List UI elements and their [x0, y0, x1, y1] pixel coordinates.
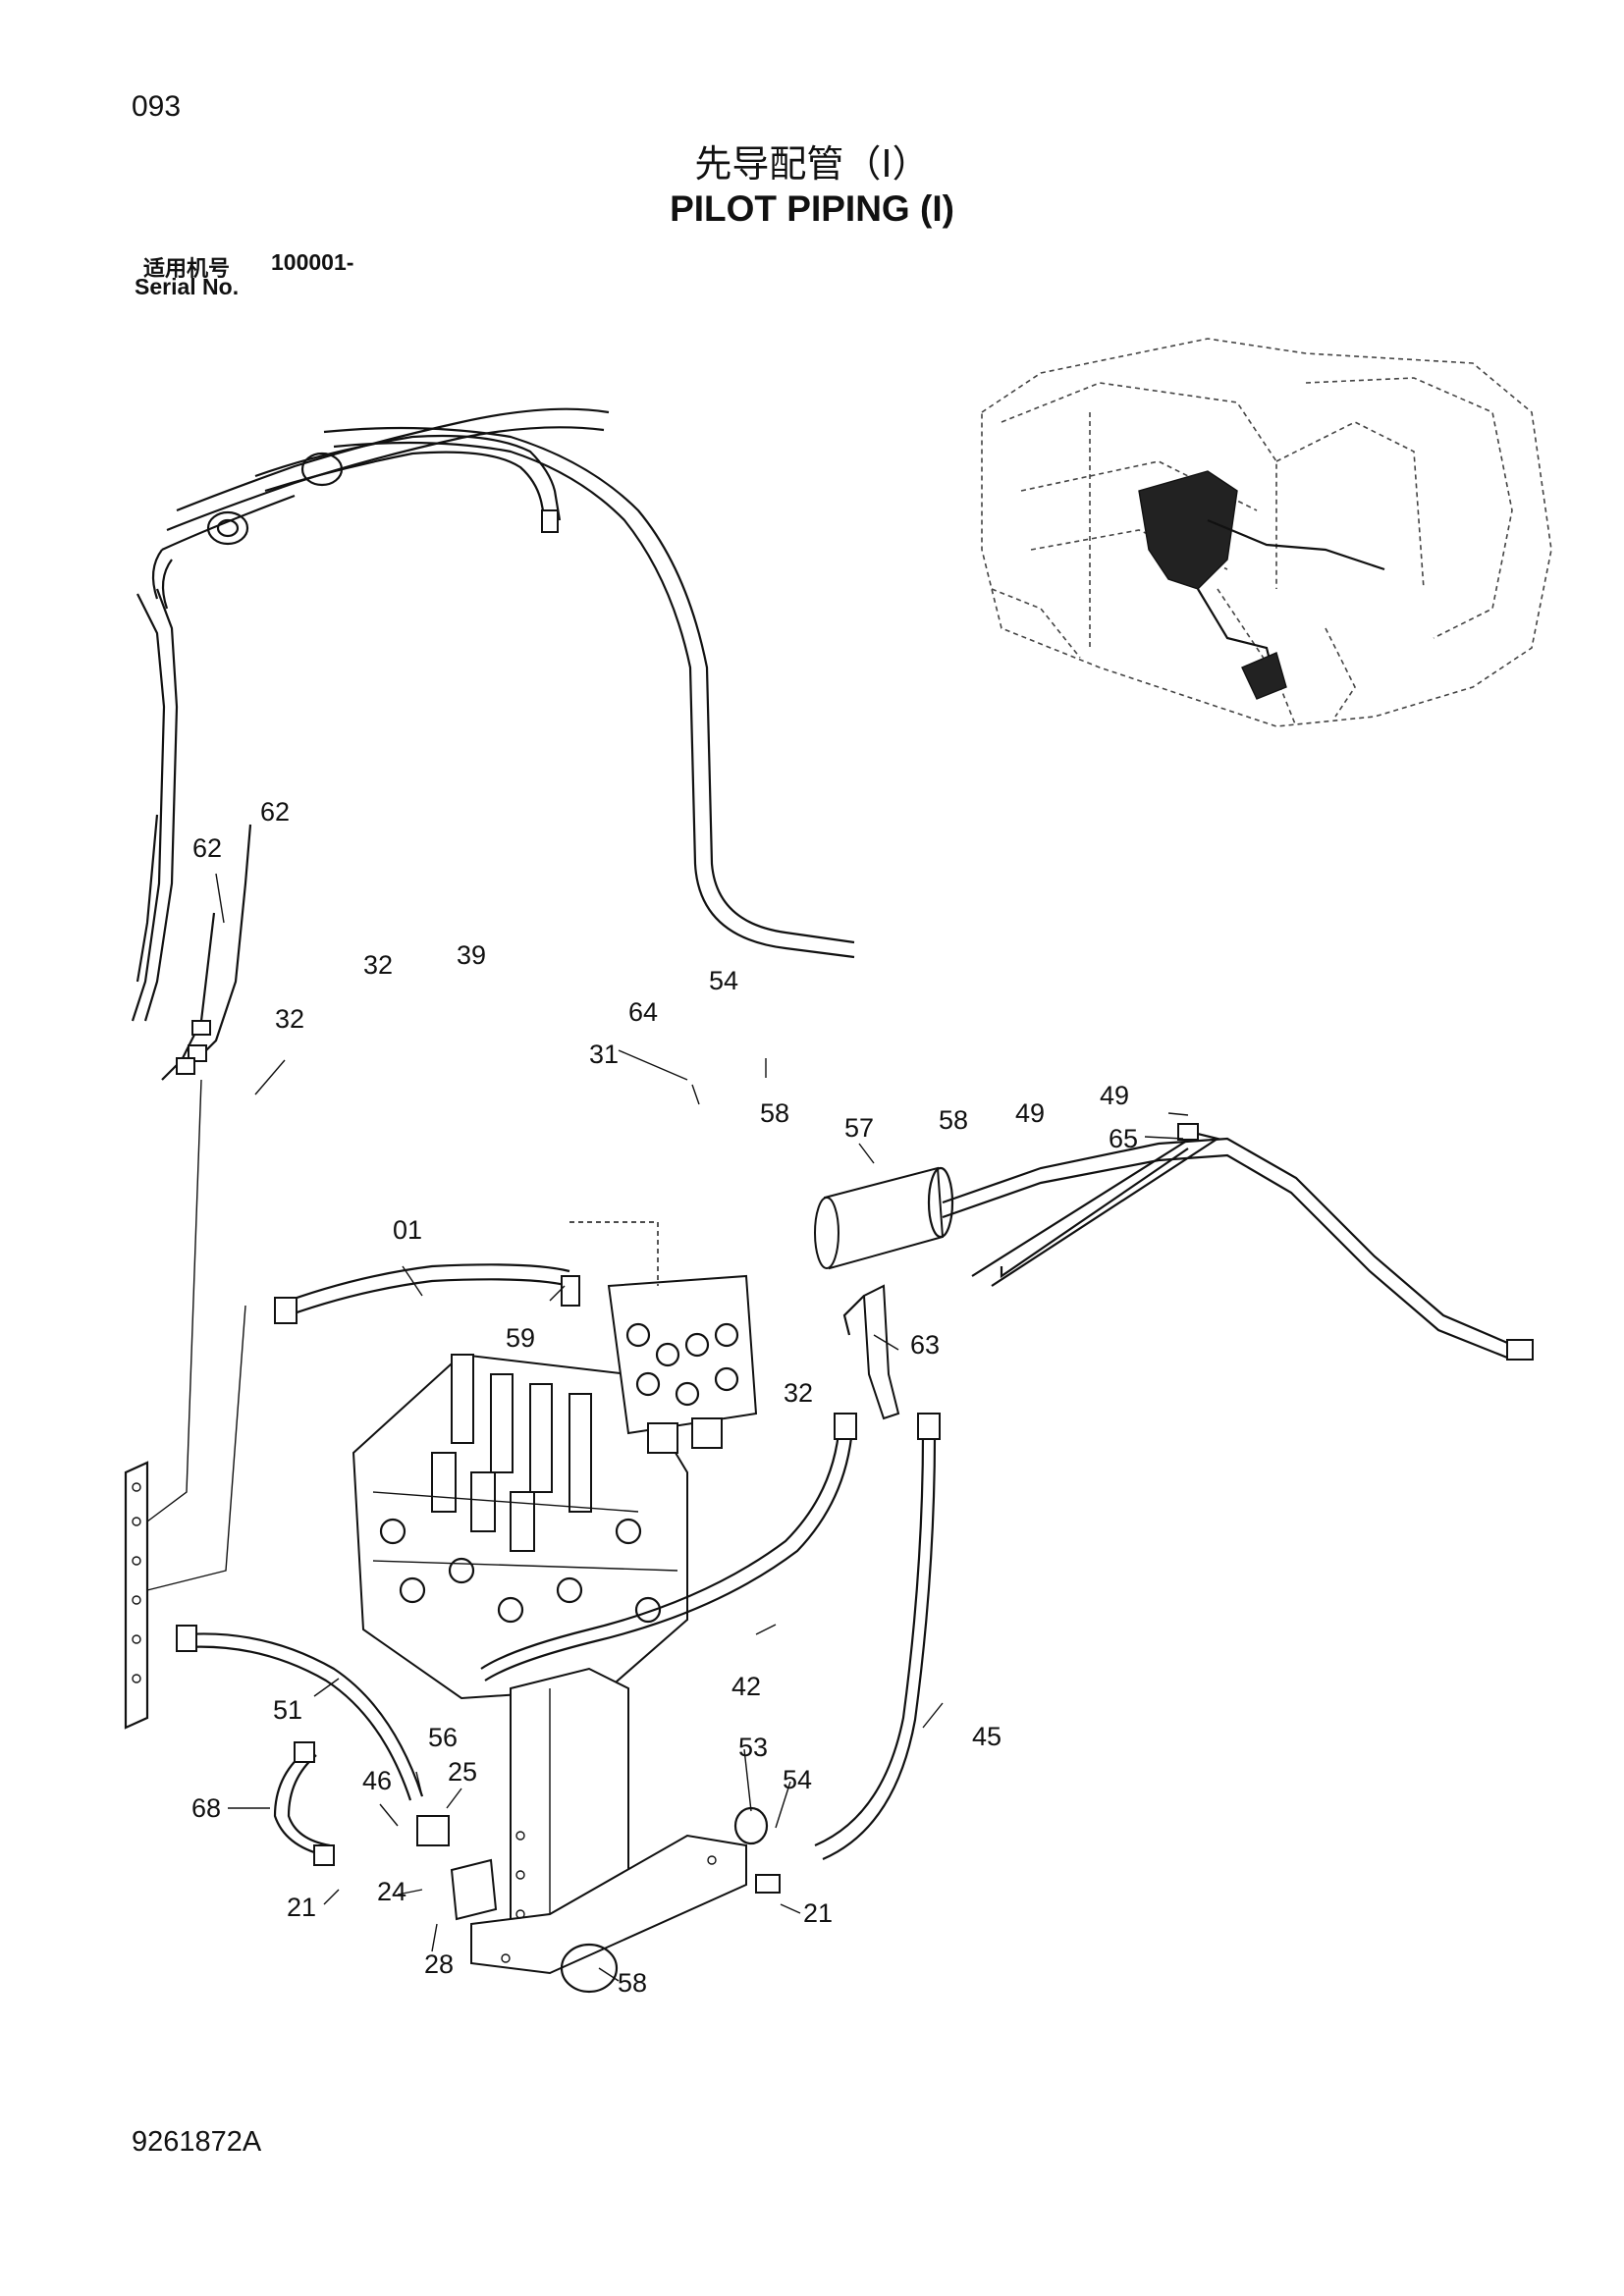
callout-label: 49	[1015, 1098, 1045, 1128]
callout-label: 57	[844, 1113, 874, 1143]
hose-01	[274, 1263, 580, 1324]
callout-labels: 62 62 32 32 39 54 64 31 57 58 58 49 49 6…	[191, 797, 1138, 1998]
callout-label: 21	[287, 1893, 316, 1922]
serial-range: 100001-	[271, 249, 354, 275]
callout-label: 32	[363, 950, 393, 980]
serial-label-english: Serial No.	[135, 274, 240, 299]
callout-label: 32	[275, 1004, 304, 1034]
callout-label: 32	[784, 1378, 813, 1408]
page-title-chinese: 先导配管（I）	[694, 142, 930, 186]
callout-label: 68	[191, 1793, 221, 1823]
solenoid-valve-block	[569, 1221, 758, 1454]
callout-label: 31	[589, 1040, 619, 1069]
callout-label: 49	[1100, 1081, 1129, 1110]
callout-label: 62	[260, 797, 290, 827]
page-number: 093	[132, 90, 182, 123]
callout-leaders	[215, 873, 1189, 1982]
callout-label: 58	[618, 1968, 647, 1998]
callout-label: 28	[424, 1949, 454, 1979]
callout-label: 54	[783, 1765, 812, 1794]
callout-label: 24	[377, 1877, 406, 1906]
callout-label: 56	[428, 1723, 458, 1752]
serial-label-chinese: 适用机号	[143, 257, 231, 282]
callout-label: 46	[362, 1766, 392, 1795]
callout-label: 63	[910, 1330, 940, 1360]
small-fittings	[216, 518, 769, 1994]
callout-label: 39	[457, 940, 486, 970]
right-pilot-lines	[942, 1123, 1534, 1362]
callout-label: 21	[803, 1898, 833, 1928]
lower-hoses	[176, 1413, 941, 1894]
callout-label: 25	[448, 1757, 477, 1787]
mounting-plate	[124, 1079, 246, 1730]
callout-label: 64	[628, 997, 658, 1027]
callout-label: 42	[731, 1672, 761, 1701]
page-title-english: PILOT PIPING (I)	[670, 188, 954, 229]
document-number: 9261872A	[132, 2126, 262, 2158]
support-column	[470, 1667, 747, 1975]
callout-label: 58	[760, 1098, 789, 1128]
callout-label: 54	[709, 966, 738, 995]
callout-label: 58	[939, 1105, 968, 1135]
upper-pilot-tubes	[131, 407, 855, 1081]
callout-label: 59	[506, 1323, 535, 1353]
callout-label: 53	[738, 1733, 768, 1762]
callout-label: 62	[192, 833, 222, 863]
callout-label: 65	[1109, 1124, 1138, 1153]
machine-locator-drawing	[981, 338, 1552, 727]
accumulator-assembly	[814, 1166, 954, 1420]
control-valve	[352, 1353, 688, 1700]
callout-label: 01	[393, 1215, 422, 1245]
callout-label: 51	[273, 1695, 302, 1725]
callout-label: 45	[972, 1722, 1001, 1751]
